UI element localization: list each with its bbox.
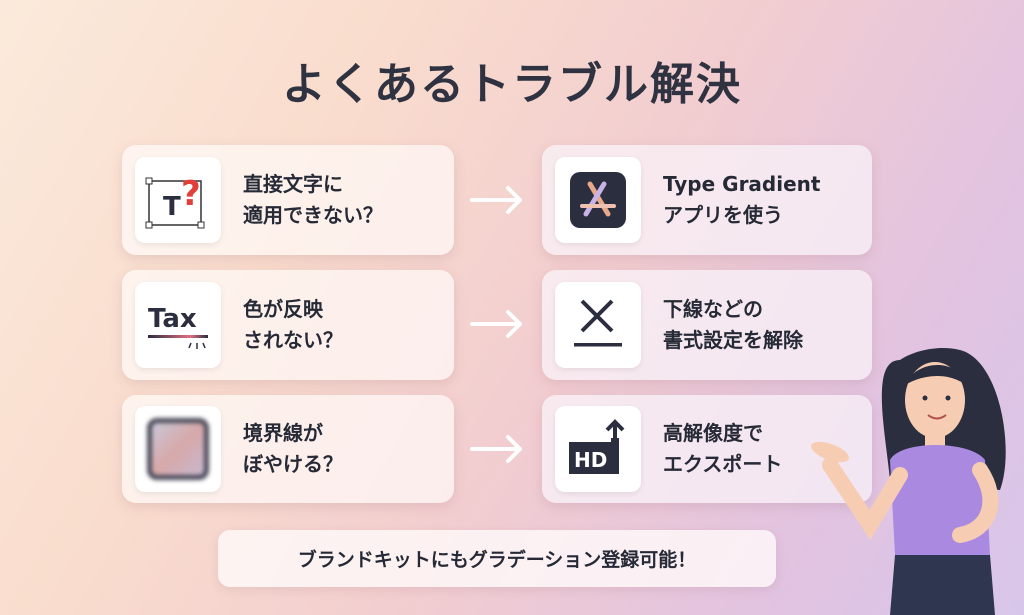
svg-text:HD: HD <box>574 448 607 472</box>
svg-text:Tax: Tax <box>148 304 197 334</box>
problem-card-3: 境界線がぼやける？ <box>122 395 454 503</box>
solution-line: 書式設定を解除 <box>663 328 803 352</box>
problem-card-1: T ? 直接文字に適用できない？ <box>122 145 454 255</box>
problem-line: 境界線が <box>243 421 323 445</box>
clear-format-icon <box>555 282 641 368</box>
brand-kit-banner: ブランドキットにもグラデーション登録可能！ <box>218 530 776 587</box>
problem-card-2: Tax 色が反映されない？ <box>122 270 454 380</box>
hd-export-icon: HD <box>555 406 641 492</box>
solution-line: アプリを使う <box>663 203 783 227</box>
problem-line: 色が反映 <box>243 297 323 321</box>
problem-line: ぼやける？ <box>243 452 343 476</box>
text-box-question-icon: T ? <box>135 157 221 243</box>
solution-card-3: HD 高解像度でエクスポート <box>542 395 872 503</box>
app-store-icon <box>555 157 641 243</box>
problem-line: 直接文字に <box>243 172 343 196</box>
problem-text: 境界線がぼやける？ <box>243 418 343 480</box>
problem-line: されない？ <box>243 328 343 352</box>
presenter-illustration <box>811 348 1006 615</box>
solution-line: Type Gradient <box>663 172 821 196</box>
svg-text:T: T <box>163 192 181 222</box>
blurry-square-icon <box>135 406 221 492</box>
tax-underline-broken-icon: Tax <box>135 282 221 368</box>
problem-line: 適用できない？ <box>243 203 383 227</box>
solution-line: 高解像度で <box>663 421 763 445</box>
solution-text: Type Gradient アプリを使う <box>663 169 820 231</box>
solution-text: 下線などの書式設定を解除 <box>663 294 803 356</box>
solution-line: 下線などの <box>663 297 763 321</box>
solution-text: 高解像度でエクスポート <box>663 418 782 480</box>
solution-card-1: Type Gradient アプリを使う <box>542 145 872 255</box>
page-title: よくあるトラブル解決 <box>282 59 742 110</box>
solution-card-2: 下線などの書式設定を解除 <box>542 270 872 380</box>
arrow-right-icon <box>470 186 522 214</box>
problem-text: 直接文字に適用できない？ <box>243 169 383 231</box>
svg-text:?: ? <box>181 174 201 214</box>
solution-line: エクスポート <box>663 452 783 476</box>
arrow-right-icon <box>470 435 522 463</box>
arrow-right-icon <box>470 310 522 338</box>
problem-text: 色が反映されない？ <box>243 294 343 356</box>
